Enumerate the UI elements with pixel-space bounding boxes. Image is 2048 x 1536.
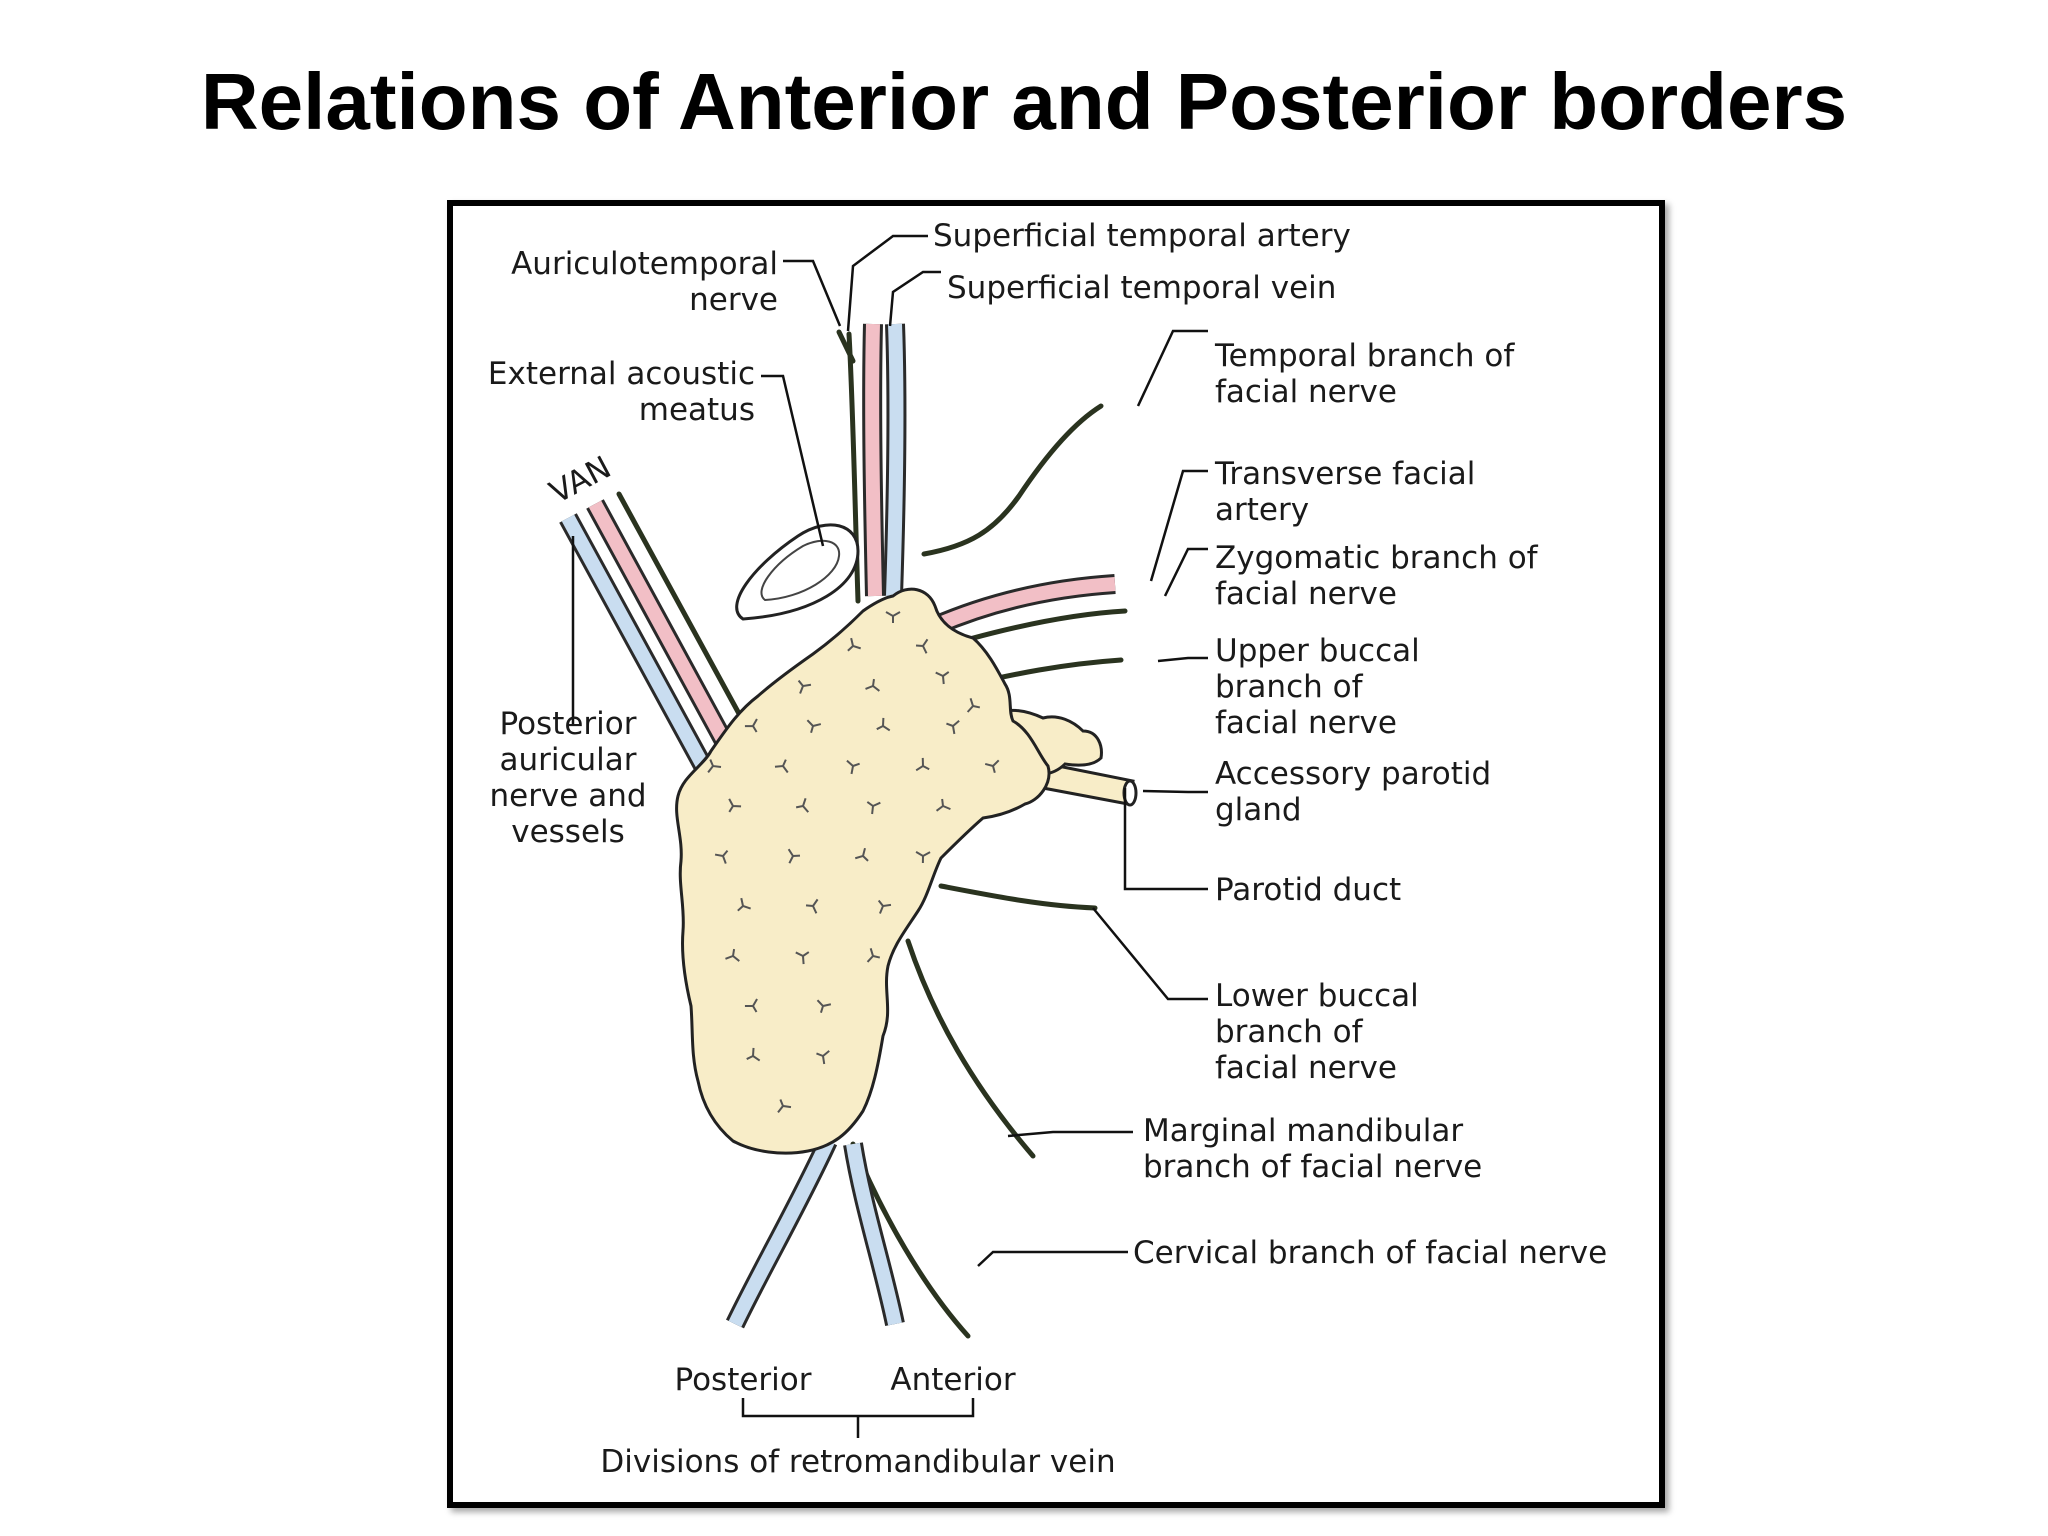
label-auriculotemporal-line2: nerve — [689, 282, 778, 318]
label-upper-buccal-line2: branch of — [1215, 669, 1364, 705]
lobule-mark — [876, 717, 891, 732]
lobule-mark — [877, 899, 892, 914]
label-transverse-facial-line2: artery — [1215, 492, 1309, 528]
leader-lines — [571, 234, 1208, 1438]
lobule-mark — [847, 637, 861, 652]
lobule-mark — [915, 851, 931, 864]
lobule-mark — [774, 759, 789, 774]
label-marginal-mandibular-line1: Marginal mandibular — [1143, 1113, 1463, 1149]
lobule-mark — [885, 611, 901, 623]
lobule-mark — [797, 679, 812, 694]
gland-lobule-marks — [707, 611, 1000, 1113]
lobule-mark — [737, 897, 751, 912]
lobule-mark — [846, 759, 860, 775]
label-superficial-temporal-artery: Superficial temporal artery — [933, 218, 1351, 254]
label-auriculotemporal-line1: Auriculotemporal — [511, 246, 778, 282]
external-acoustic-meatus — [735, 523, 860, 621]
label-posterior-division: Posterior — [674, 1362, 811, 1398]
label-zygomatic-branch-line1: Zygomatic branch of — [1215, 540, 1539, 576]
diagram-labels: Auriculotemporal nerve Superficial tempo… — [488, 218, 1607, 1480]
label-accessory-parotid-line2: gland — [1215, 792, 1302, 828]
parotid-diagram: Auriculotemporal nerve Superficial tempo… — [488, 218, 1607, 1480]
lobule-mark — [795, 798, 810, 813]
lobule-mark — [816, 1050, 830, 1065]
label-superficial-temporal-vein: Superficial temporal vein — [947, 270, 1336, 306]
label-posterior-auricular-line2: auricular — [499, 742, 636, 778]
lobule-mark — [777, 1099, 792, 1113]
label-temporal-branch-line1: Temporal branch of — [1214, 338, 1515, 374]
parotid-diagram-frame: Auriculotemporal nerve Superficial tempo… — [447, 200, 1665, 1508]
label-lower-buccal-line1: Lower buccal — [1215, 978, 1419, 1014]
label-cervical-branch: Cervical branch of facial nerve — [1133, 1235, 1607, 1271]
lobule-mark — [806, 719, 822, 734]
slide-title: Relations of Anterior and Posterior bord… — [200, 57, 1848, 146]
lobule-mark — [866, 801, 881, 815]
label-van: VAN — [544, 449, 617, 511]
lobule-mark — [725, 948, 740, 962]
label-posterior-auricular-line4: vessels — [511, 814, 625, 850]
label-anterior-division: Anterior — [890, 1362, 1015, 1398]
lobule-mark — [787, 848, 801, 864]
superficial-temporal-vessels — [836, 323, 907, 604]
lobule-mark — [915, 638, 929, 654]
lobule-mark — [795, 951, 810, 965]
lobule-mark — [915, 757, 930, 772]
retromandibular-vein-divisions — [725, 1136, 905, 1329]
label-lower-buccal-line3: facial nerve — [1215, 1050, 1397, 1086]
label-upper-buccal-line3: facial nerve — [1215, 705, 1397, 741]
label-accessory-parotid-line1: Accessory parotid — [1215, 756, 1491, 792]
lobule-mark — [935, 798, 951, 812]
lobule-mark — [866, 947, 881, 963]
label-posterior-auricular-line1: Posterior — [499, 706, 636, 742]
label-divisions-caption: Divisions of retromandibular vein — [600, 1444, 1115, 1480]
lobule-mark — [805, 898, 819, 914]
lobule-mark — [816, 999, 832, 1013]
lobule-mark — [946, 720, 960, 735]
label-parotid-duct: Parotid duct — [1215, 872, 1401, 908]
label-temporal-branch-line2: facial nerve — [1215, 374, 1397, 410]
lobule-mark — [935, 671, 950, 685]
label-upper-buccal-line1: Upper buccal — [1215, 633, 1420, 669]
lobule-mark — [707, 759, 722, 774]
label-external-acoustic-line1: External acoustic — [488, 356, 755, 392]
lobule-mark — [728, 798, 742, 813]
lobule-mark — [854, 847, 869, 862]
lobule-mark — [746, 1047, 761, 1062]
lobule-mark — [744, 718, 758, 733]
label-posterior-auricular-line3: nerve and — [489, 778, 646, 814]
label-zygomatic-branch-line2: facial nerve — [1215, 576, 1397, 612]
lobule-mark — [984, 759, 1000, 774]
lobule-mark — [966, 698, 981, 713]
posterior-auricular-vessels — [559, 491, 746, 789]
lobule-mark — [865, 678, 880, 692]
label-marginal-mandibular-line2: branch of facial nerve — [1143, 1149, 1482, 1185]
label-transverse-facial-line1: Transverse facial — [1214, 456, 1475, 492]
lobule-mark — [744, 998, 758, 1013]
label-external-acoustic-line2: meatus — [639, 392, 755, 428]
parotid-gland — [675, 587, 1051, 1155]
lobule-mark — [714, 849, 729, 864]
label-lower-buccal-line2: branch of — [1215, 1014, 1364, 1050]
